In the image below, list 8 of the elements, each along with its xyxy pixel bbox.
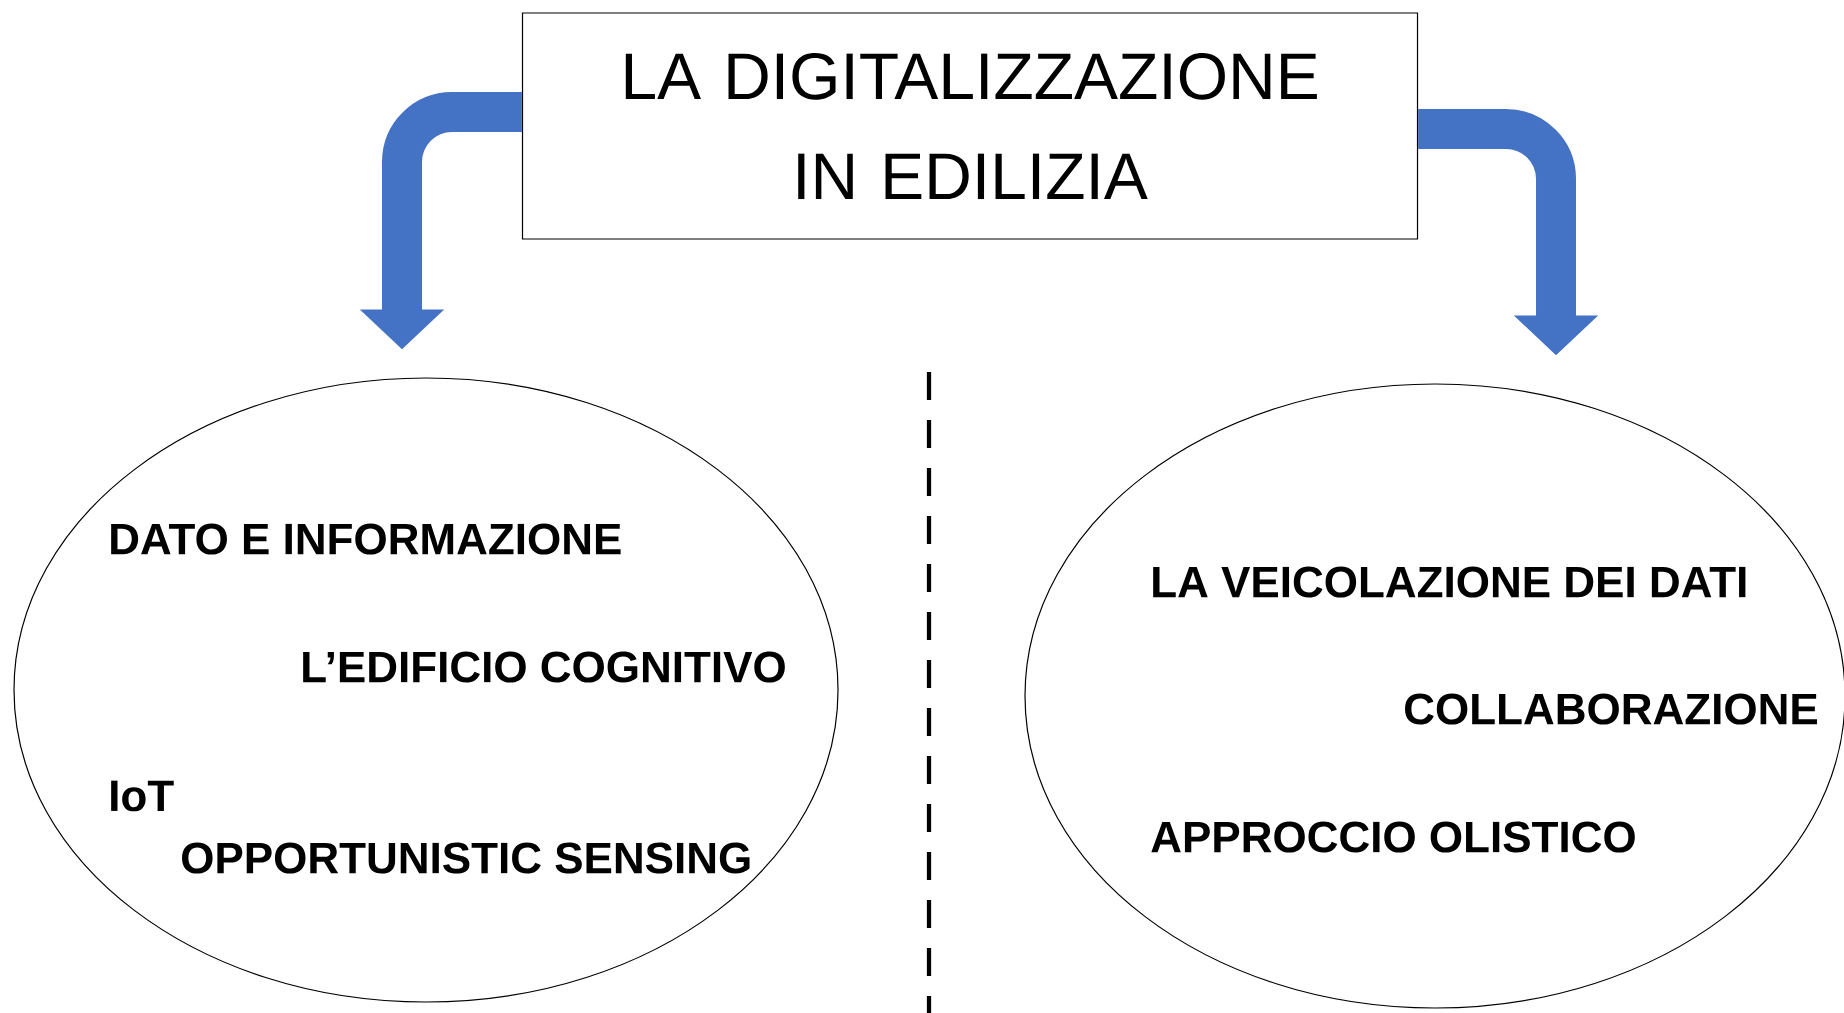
concept-text: LA VEICOLAZIONE DEI DATI (1153, 566, 1746, 598)
title-box: LA DIGITALIZZAZIONE IN EDILIZIA (521, 12, 1419, 240)
concept-text: IoT (111, 780, 174, 812)
concept-text: COLLABORAZIONE (1405, 693, 1817, 725)
concept-text: APPROCCIO OLISTICO (1151, 821, 1635, 853)
concept-text: OPPORTUNISTIC SENSING (182, 842, 750, 874)
concept-text: DATO E INFORMAZIONE (111, 523, 621, 555)
concept-text: L’EDIFICIO COGNITIVO (303, 651, 785, 683)
